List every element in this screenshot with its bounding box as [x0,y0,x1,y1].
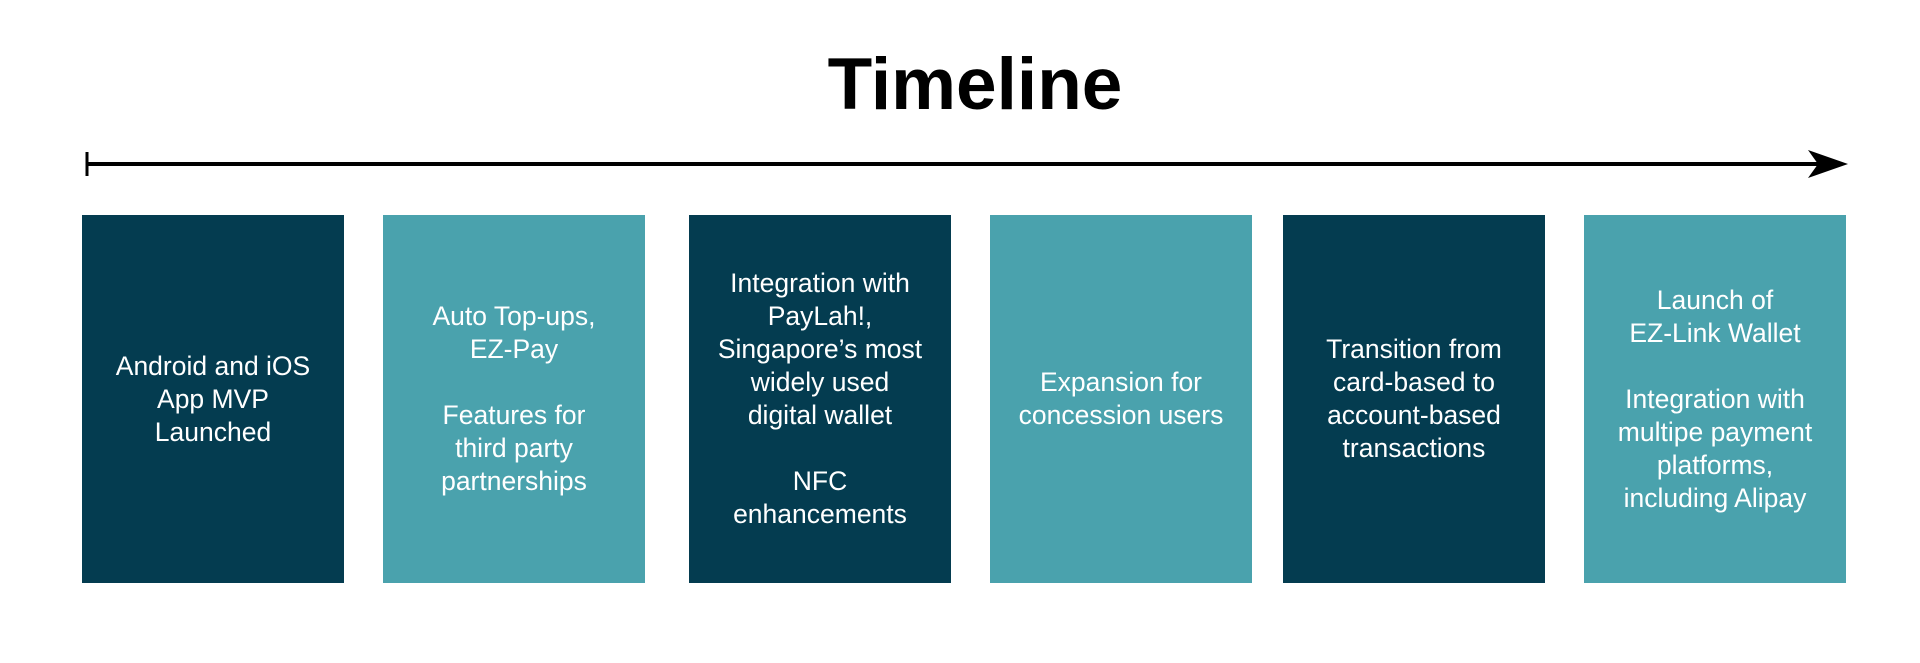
milestone-box-5: Transition from card-based to account-ba… [1283,215,1545,583]
page-title: Timeline [827,44,1123,125]
milestone-box-2: Auto Top-ups, EZ-Pay Features for third … [383,215,645,583]
milestone-box-1: Android and iOS App MVP Launched [82,215,344,583]
milestone-box-4: Expansion for concession users [990,215,1252,583]
arrow-head-icon [1808,150,1848,178]
milestone-text: Auto Top-ups, EZ-Pay Features for third … [432,301,596,496]
milestone-box-6: Launch of EZ-Link Wallet Integration wit… [1584,215,1846,583]
milestone-text: Transition from card-based to account-ba… [1326,334,1502,463]
milestone-text: Android and iOS App MVP Launched [115,350,311,447]
milestone-box-3: Integration with PayLah!, Singapore’s mo… [689,215,951,583]
milestone-text: Integration with PayLah!, Singapore’s mo… [717,268,923,529]
milestone-text: Launch of EZ-Link Wallet Integration wit… [1617,284,1813,513]
milestone-text: Expansion for concession users [1018,367,1224,430]
